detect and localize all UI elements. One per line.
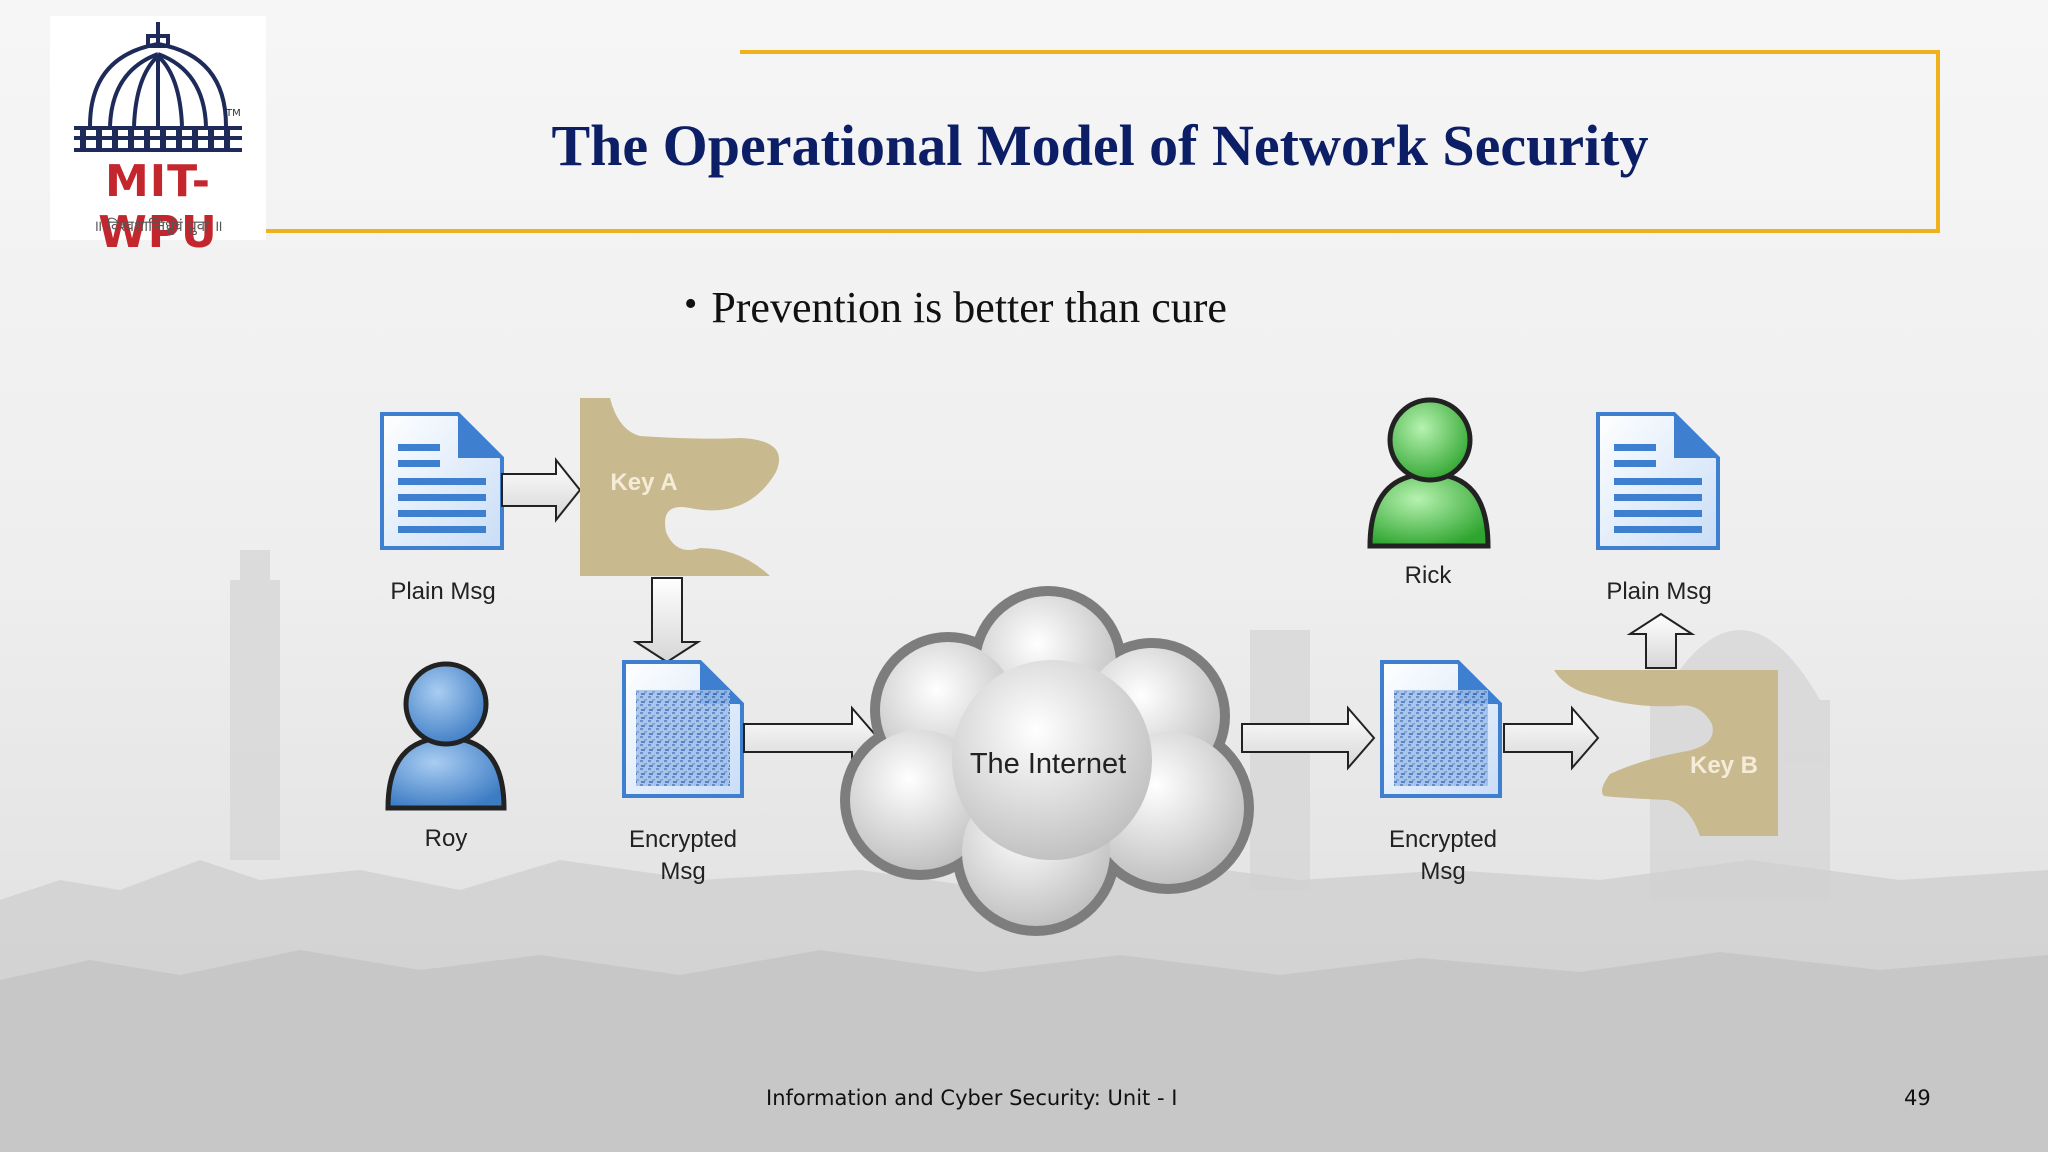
encrypted-msg-right-label-line2: Msg	[1420, 858, 1465, 885]
encrypted-msg-left-label-line2: Msg	[660, 858, 705, 885]
arrow-internet-to-encrypted	[1241, 705, 1376, 771]
roy-user-icon	[385, 661, 507, 811]
title-frame-bottom	[266, 229, 1940, 233]
mit-wpu-logo: TM MIT-WPU ॥ विश्वशान्तिर्ध्रुवं ध्रुवा …	[50, 16, 266, 258]
rick-label: Rick	[1405, 562, 1453, 589]
internet-cloud-icon	[840, 586, 1254, 936]
arrow-encrypted-to-key-b	[1503, 705, 1600, 771]
title-frame-right	[1936, 50, 1940, 233]
logo-name: MIT-WPU	[98, 156, 218, 258]
footer-text: Information and Cyber Security: Unit - I	[766, 1086, 1178, 1110]
title-frame-top	[740, 50, 1940, 54]
plain-msg-left-document-icon	[380, 412, 504, 550]
rick-user-icon	[1367, 397, 1491, 549]
page-number: 49	[1904, 1086, 1931, 1110]
key-b-label: Key B	[1690, 752, 1758, 779]
dome-icon	[74, 22, 242, 152]
arrow-key-b-to-plain	[1626, 612, 1696, 669]
plain-msg-left-label: Plain Msg	[390, 578, 495, 605]
bullet-dot-icon: •	[684, 283, 698, 325]
slide-title: The Operational Model of Network Securit…	[551, 113, 1649, 178]
plain-msg-right-label: Plain Msg	[1606, 578, 1711, 605]
bullet-text: Prevention is better than cure	[711, 283, 1227, 332]
trademark-mark: TM	[226, 108, 241, 119]
logo-motto: ॥ विश्वशान्तिर्ध्रुवं ध्रुवा ॥	[93, 217, 223, 235]
encrypted-msg-right-label-line1: Encrypted	[1389, 826, 1497, 853]
key-a-icon	[580, 398, 780, 576]
key-a-label: Key A	[610, 469, 677, 496]
encrypted-msg-right-document-icon	[1380, 660, 1502, 798]
plain-msg-right-document-icon	[1596, 412, 1720, 550]
key-b-icon	[1554, 670, 1778, 836]
encrypted-msg-left-label-line1: Encrypted	[629, 826, 737, 853]
arrow-plain-to-key-a	[501, 457, 582, 523]
roy-label: Roy	[425, 825, 468, 852]
internet-label: The Internet	[970, 748, 1126, 780]
encrypted-msg-left-document-icon	[622, 660, 744, 798]
bullet-point: • Prevention is better than cure	[684, 282, 1227, 333]
arrow-key-a-to-encrypted	[632, 577, 702, 664]
